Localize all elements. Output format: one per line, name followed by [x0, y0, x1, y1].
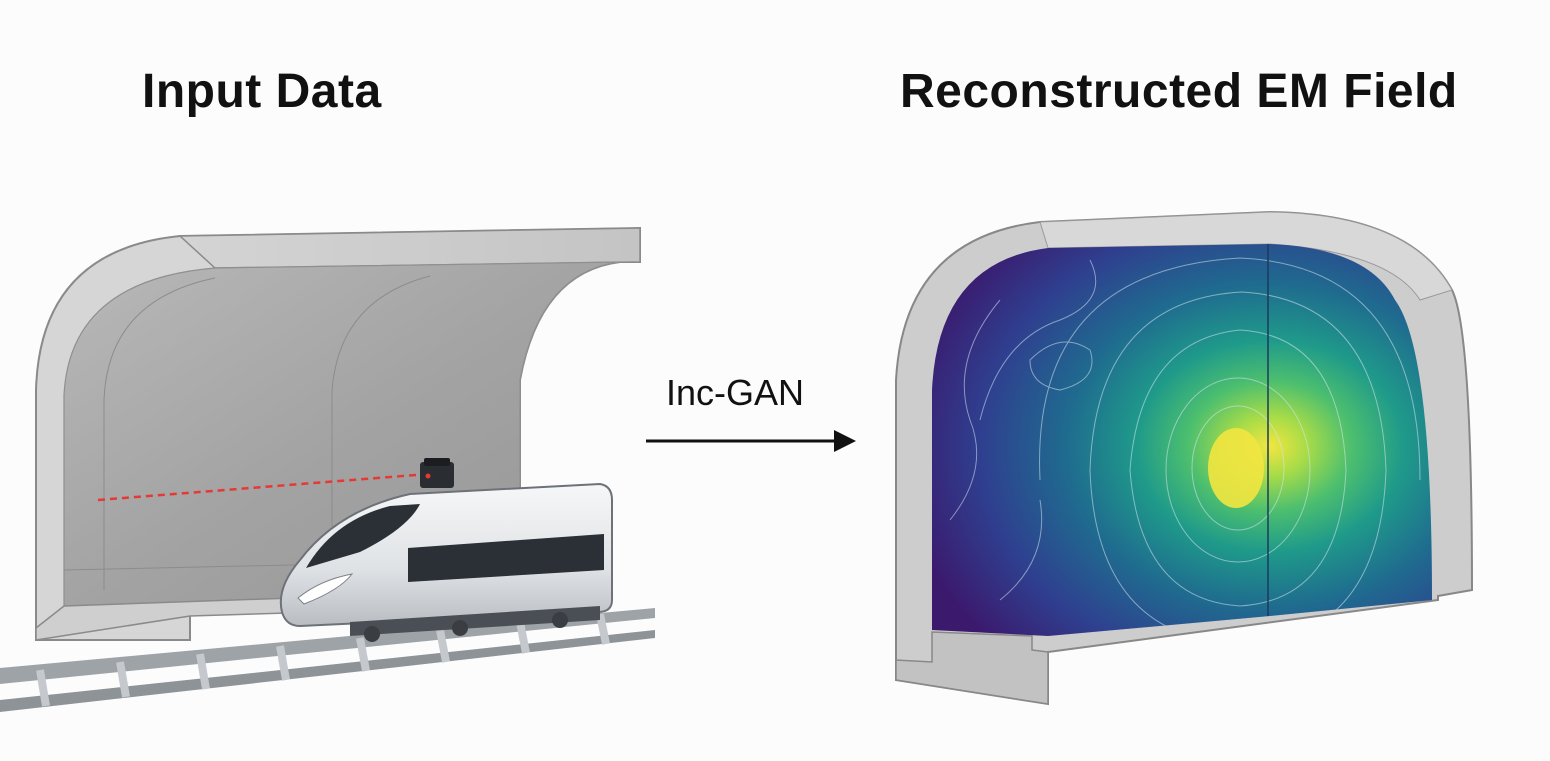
em-field-tunnel: [895, 210, 1474, 706]
em-field-heatmap: [932, 244, 1432, 636]
reconstructed-field-title: Reconstructed EM Field: [900, 65, 1458, 118]
inc-gan-label: Inc-GAN: [666, 372, 805, 413]
input-data-title: Input Data: [142, 65, 382, 118]
tunnel-illustration: [35, 226, 641, 641]
right-arrow-icon: [646, 430, 856, 452]
lidar-sensor-icon: [420, 458, 454, 488]
train: [279, 482, 613, 642]
railway-track: [0, 608, 655, 712]
